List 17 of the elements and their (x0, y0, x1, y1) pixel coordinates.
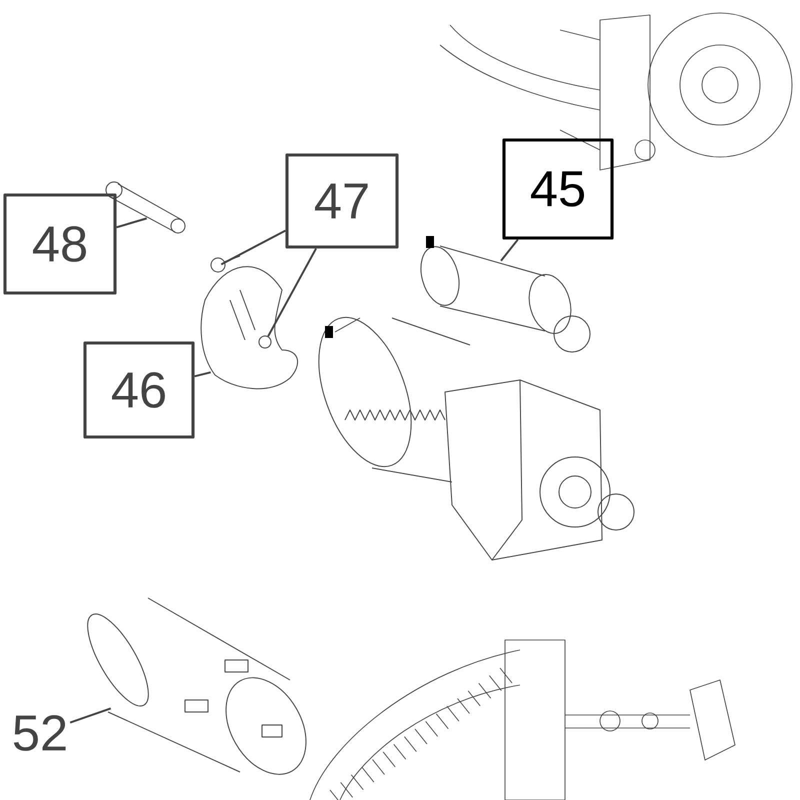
leader-line (194, 371, 211, 378)
leader-line (70, 708, 112, 724)
leader-line (267, 248, 317, 337)
stud-circle (258, 336, 272, 348)
callout-box: 46 (83, 341, 195, 439)
sleeve-drawing (87, 598, 306, 775)
callout-box: 48 (3, 193, 117, 295)
leader-line (500, 238, 519, 262)
bracket-drawing (200, 266, 298, 390)
leader-line (116, 217, 148, 228)
callout-box: 47 (285, 153, 399, 249)
starter-motor-drawing (318, 236, 634, 560)
leader-line (220, 230, 286, 266)
bolt-drawing (210, 256, 240, 272)
pin-drawing (106, 182, 186, 234)
callout-number: 52 (14, 715, 66, 751)
callout-box: 45 (502, 138, 614, 240)
